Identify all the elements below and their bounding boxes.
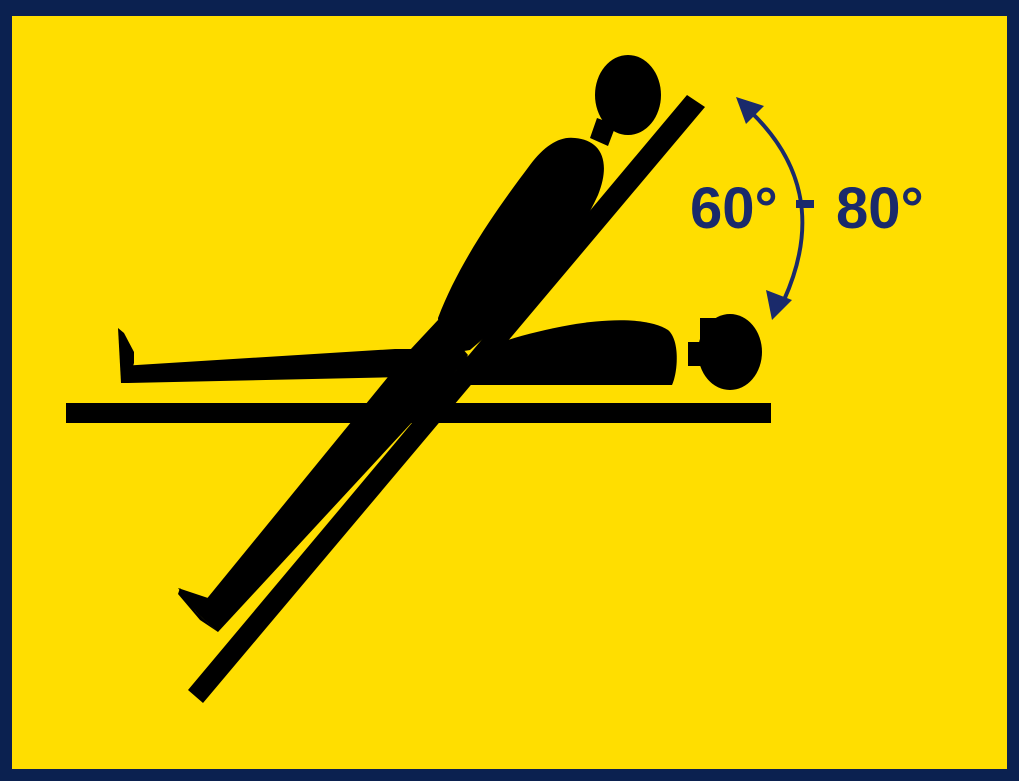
angle-label-min: 60° [690, 176, 778, 241]
angle-label-max: 80° [836, 176, 924, 241]
tilted-table-icon [188, 95, 705, 703]
